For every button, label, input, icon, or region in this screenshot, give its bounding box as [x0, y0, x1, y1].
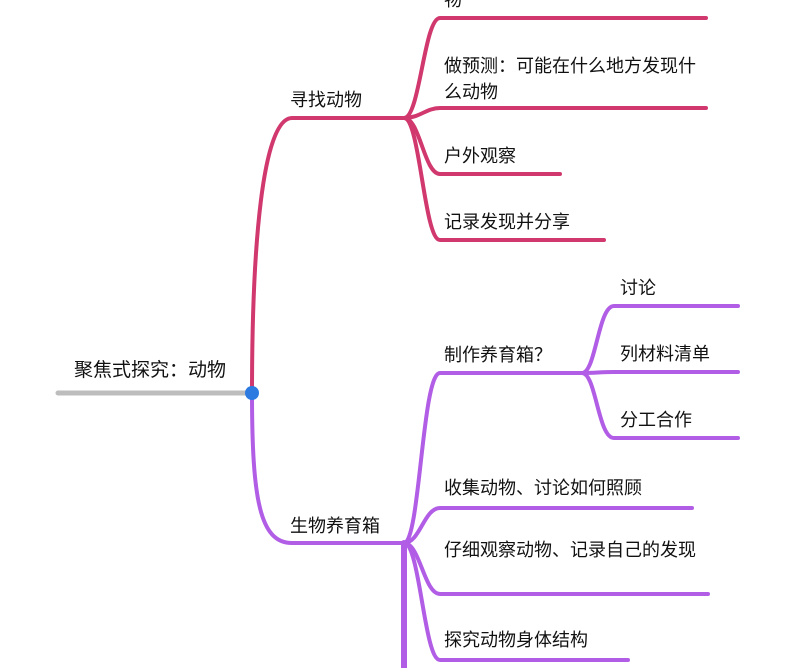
branch-2-topic: 生物养育箱 [290, 516, 380, 537]
branch-1-item-4: 记录发现并分享 [444, 212, 570, 233]
branch-1-topic: 寻找动物 [290, 90, 362, 111]
branch-2-subitem-1: 讨论 [620, 278, 656, 299]
branch-1-item-3: 户外观察 [444, 146, 516, 167]
branch-2-links [250, 304, 740, 668]
root-junction-dot [245, 386, 259, 400]
branch-2-item-3: 仔细观察动物、记录自己的发现 [444, 540, 696, 561]
branch-2-subitem-3: 分工合作 [620, 410, 692, 431]
branch-1-links [250, 16, 708, 395]
branch-2-item-4: 探究动物身体结构 [444, 630, 588, 651]
root-topic: 聚焦式探究：动物 [74, 359, 227, 381]
branch-2-subitem-2: 列材料清单 [620, 344, 710, 365]
branch-1-item-2: 做预测：可能在什么地方发现什么动物 [444, 56, 696, 103]
branch-1-item-1: 物 [444, 0, 462, 11]
branch-2-item-2: 收集动物、讨论如何照顾 [444, 478, 642, 499]
branch-2-item-1: 制作养育箱？ [444, 345, 552, 366]
